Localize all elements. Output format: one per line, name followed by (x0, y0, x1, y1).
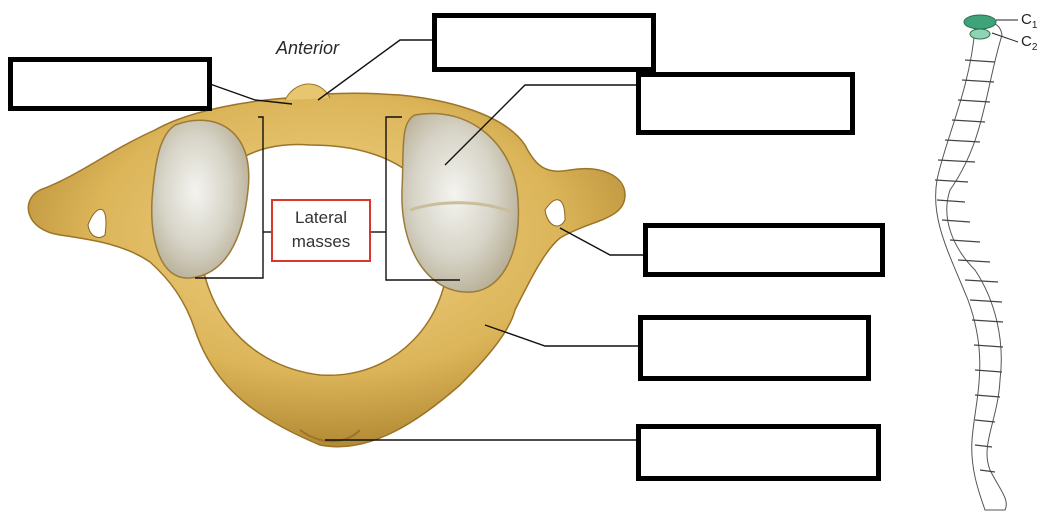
spine-label-c2: C2 (1021, 33, 1037, 53)
blank-label-text-3 (641, 77, 850, 85)
superior-facet-left (152, 120, 249, 278)
lateral-masses-label: Lateral masses (271, 199, 371, 262)
blank-label-text-1 (13, 62, 207, 70)
spine-illustration (935, 15, 1018, 510)
blank-label-box-4[interactable] (643, 223, 885, 277)
blank-label-box-5[interactable] (638, 315, 871, 381)
atlas-ring (28, 93, 625, 446)
blank-label-text-4 (648, 228, 880, 236)
lateral-masses-line1: Lateral (273, 206, 369, 230)
spine-label-c1: C1 (1021, 11, 1037, 31)
blank-label-box-3[interactable] (636, 72, 855, 135)
blank-label-text-6 (641, 429, 876, 437)
blank-label-text-5 (643, 320, 866, 328)
blank-label-box-2[interactable] (432, 13, 656, 72)
blank-label-text-2 (437, 18, 651, 26)
lateral-masses-line2: masses (273, 230, 369, 254)
blank-label-box-1[interactable] (8, 57, 212, 111)
blank-label-box-6[interactable] (636, 424, 881, 481)
anterior-label: Anterior (276, 38, 339, 59)
